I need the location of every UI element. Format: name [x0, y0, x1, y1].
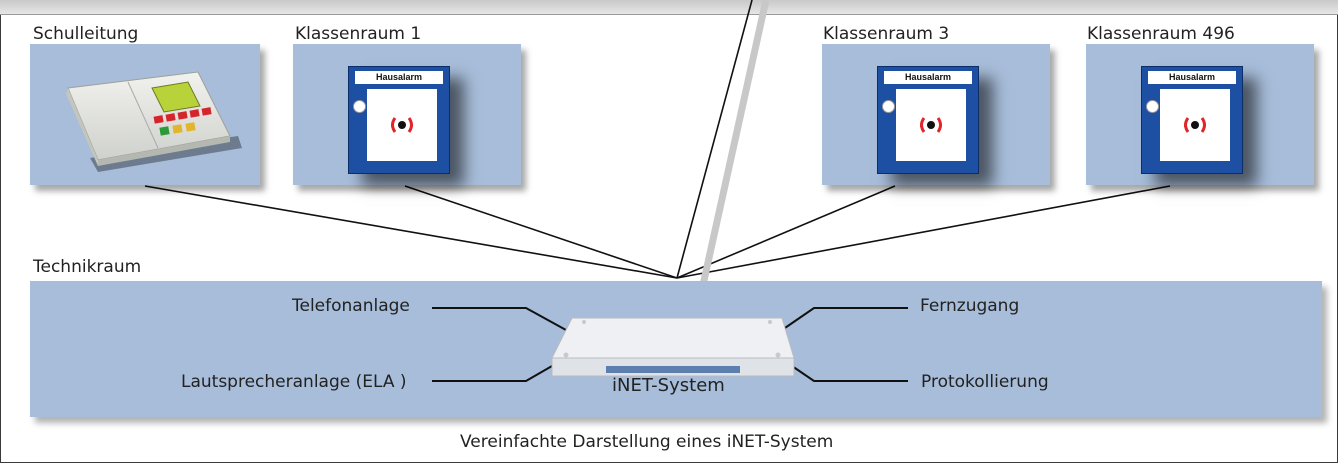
- window-top-bar: [0, 0, 1338, 15]
- room-label-klassenraum-1: Klassenraum 1: [295, 24, 422, 44]
- label-telefonanlage: Telefonanlage: [292, 296, 410, 316]
- label-fernzugang: Fernzugang: [920, 296, 1020, 316]
- room-panel-klassenraum-1: Hausalarm: [293, 44, 521, 185]
- alarm-key-dot: [1146, 100, 1159, 113]
- alarm-button-window: [1160, 89, 1230, 161]
- alarm-key-dot: [353, 100, 366, 113]
- technikraum-title: Technikraum: [33, 257, 142, 277]
- hausalarm-device: Hausalarm: [877, 66, 979, 174]
- control-panel-device-icon: [66, 71, 242, 172]
- room-panel-schulleitung: [30, 44, 260, 185]
- room-label-klassenraum-496: Klassenraum 496: [1087, 24, 1235, 44]
- hausalarm-plate: Hausalarm: [1148, 71, 1236, 84]
- room-panel-klassenraum-3: Hausalarm: [822, 44, 1050, 185]
- room-label-schulleitung: Schulleitung: [33, 24, 139, 44]
- label-protokollierung: Protokollierung: [921, 372, 1049, 392]
- alarm-signal-icon: [920, 117, 942, 133]
- alarm-button-window: [367, 89, 437, 161]
- hausalarm-device: Hausalarm: [1141, 66, 1243, 174]
- alarm-key-dot: [882, 100, 895, 113]
- diagram-caption: Vereinfachte Darstellung eines iNET-Syst…: [460, 432, 834, 452]
- hausalarm-plate: Hausalarm: [355, 71, 443, 84]
- alarm-button-window: [896, 89, 966, 161]
- inet-system-label: iNET-System: [612, 375, 725, 396]
- room-panel-klassenraum-496: Hausalarm: [1086, 44, 1314, 185]
- room-label-klassenraum-3: Klassenraum 3: [823, 24, 950, 44]
- hausalarm-plate: Hausalarm: [884, 71, 972, 84]
- alarm-signal-icon: [1184, 117, 1206, 133]
- hausalarm-device: Hausalarm: [348, 66, 450, 174]
- inet-system-device-icon: [551, 317, 795, 377]
- label-lautsprecheranlage: Lautsprecheranlage (ELA ): [181, 372, 407, 392]
- alarm-signal-icon: [391, 117, 413, 133]
